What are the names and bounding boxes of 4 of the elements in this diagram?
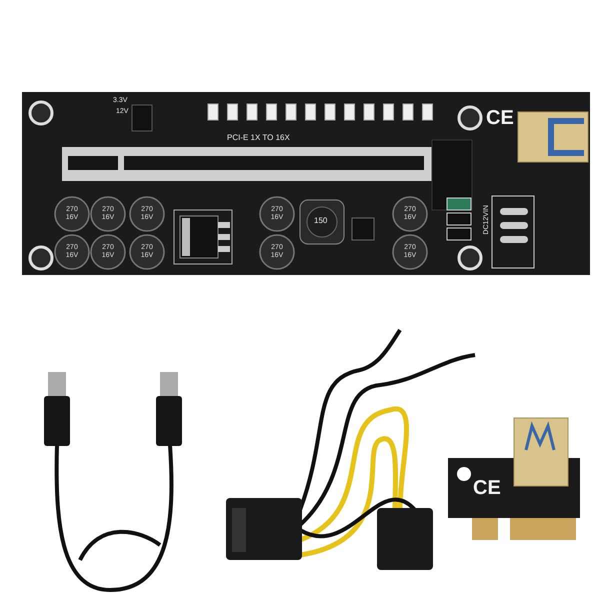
- ce-mark: CE: [473, 478, 501, 498]
- inductor-marking: 150: [314, 217, 328, 225]
- board-marking: PCI-E 1X TO 16X: [227, 134, 290, 142]
- ce-mark: CE: [486, 108, 514, 128]
